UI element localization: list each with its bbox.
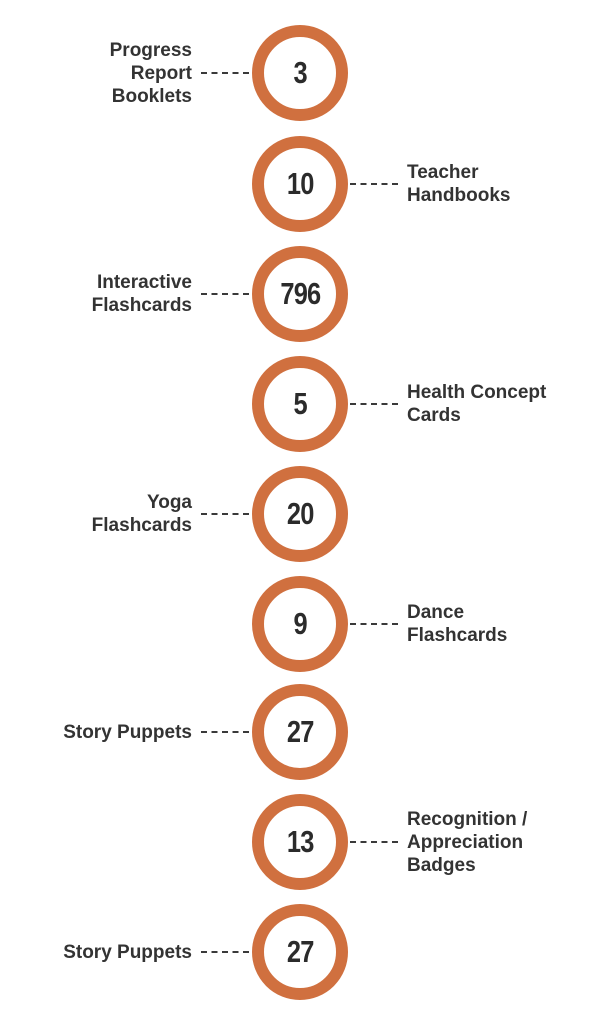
dashed-connector <box>201 293 249 295</box>
count-circle: 5 <box>252 356 348 452</box>
dashed-connector <box>201 72 249 74</box>
item-label-line: Recognition / <box>407 808 528 830</box>
count-value: 10 <box>286 166 314 201</box>
item-label-line: Flashcards <box>91 515 192 536</box>
item-label-line: Story Puppets <box>63 941 192 963</box>
count-circle: 796 <box>252 246 348 342</box>
item-label: Story Puppets <box>63 684 192 780</box>
count-circle: 13 <box>252 794 348 890</box>
item-label-line: Story Puppets <box>63 721 192 743</box>
dashed-connector <box>201 731 249 733</box>
count-circle: 9 <box>252 576 348 672</box>
item-label-line: Flashcards <box>91 295 192 316</box>
item-label-line: Health Concept <box>407 382 547 403</box>
count-circle: 27 <box>252 684 348 780</box>
item-label-line: Flashcards <box>407 625 508 646</box>
timeline-item: Story Puppets 27 <box>0 904 602 1000</box>
count-circle: 27 <box>252 904 348 1000</box>
count-value: 13 <box>286 824 314 859</box>
dashed-connector <box>350 183 398 185</box>
count-value: 5 <box>293 386 307 421</box>
count-circle: 10 <box>252 136 348 232</box>
count-value: 27 <box>286 934 314 969</box>
count-value: 796 <box>280 276 321 311</box>
dashed-connector <box>350 841 398 843</box>
item-label-line: Interactive <box>96 272 192 293</box>
count-circle: 3 <box>252 25 348 121</box>
dashed-connector <box>350 403 398 405</box>
timeline-item: Story Puppets 27 <box>0 684 602 780</box>
count-circle: 20 <box>252 466 348 562</box>
count-value: 20 <box>286 496 314 531</box>
item-label-line: Cards <box>407 405 461 426</box>
item-label-line: Teacher <box>407 162 479 183</box>
item-label-line: Appreciation <box>407 831 524 853</box>
count-value: 3 <box>293 55 307 90</box>
item-label: Story Puppets <box>63 904 192 1000</box>
count-value: 27 <box>286 714 314 749</box>
item-label-line: Booklets <box>111 85 192 107</box>
item-label-line: Progress <box>109 39 192 61</box>
item-label-line: Badges <box>407 854 476 876</box>
dashed-connector <box>201 513 249 515</box>
item-label-line: Yoga <box>146 492 192 513</box>
count-value: 9 <box>293 606 307 641</box>
item-label-line: Handbooks <box>407 185 511 206</box>
dashed-connector <box>350 623 398 625</box>
dashed-connector <box>201 951 249 953</box>
item-label-line: Report <box>130 62 192 84</box>
item-label-line: Dance <box>407 602 465 623</box>
